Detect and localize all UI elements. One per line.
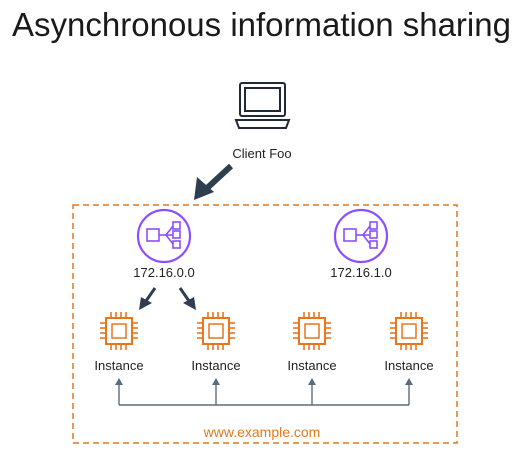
chip-icon bbox=[390, 312, 428, 350]
region-label: www.example.com bbox=[203, 424, 321, 440]
client-label: Client Foo bbox=[232, 146, 292, 161]
load-balancer-label: 172.16.1.0 bbox=[330, 265, 392, 280]
chip-icon bbox=[197, 312, 235, 350]
instance-label: Instance bbox=[384, 358, 434, 373]
lb-to-instance-arrowhead bbox=[183, 297, 196, 310]
chip-icon bbox=[293, 312, 331, 350]
client-to-lb-arrowhead bbox=[194, 177, 214, 200]
region-boundary bbox=[72, 204, 458, 444]
laptop-icon bbox=[234, 82, 291, 129]
instance-label: Instance bbox=[287, 358, 337, 373]
instance-connector bbox=[118, 382, 410, 406]
load-balancer-icon bbox=[136, 208, 192, 264]
instance-label: Instance bbox=[94, 358, 144, 373]
connector-arrowheads bbox=[115, 378, 413, 385]
page-title: Asynchronous information sharing bbox=[12, 6, 511, 43]
chip-icon bbox=[100, 312, 138, 350]
lb-to-instance-arrow bbox=[178, 287, 191, 302]
load-balancer-label: 172.16.0.0 bbox=[133, 265, 195, 280]
load-balancer-icon bbox=[333, 208, 389, 264]
lb-to-instance-arrowhead bbox=[139, 297, 152, 310]
instance-label: Instance bbox=[191, 358, 241, 373]
lb-to-instance-arrow bbox=[144, 287, 157, 302]
client-to-lb-arrow bbox=[202, 163, 234, 193]
